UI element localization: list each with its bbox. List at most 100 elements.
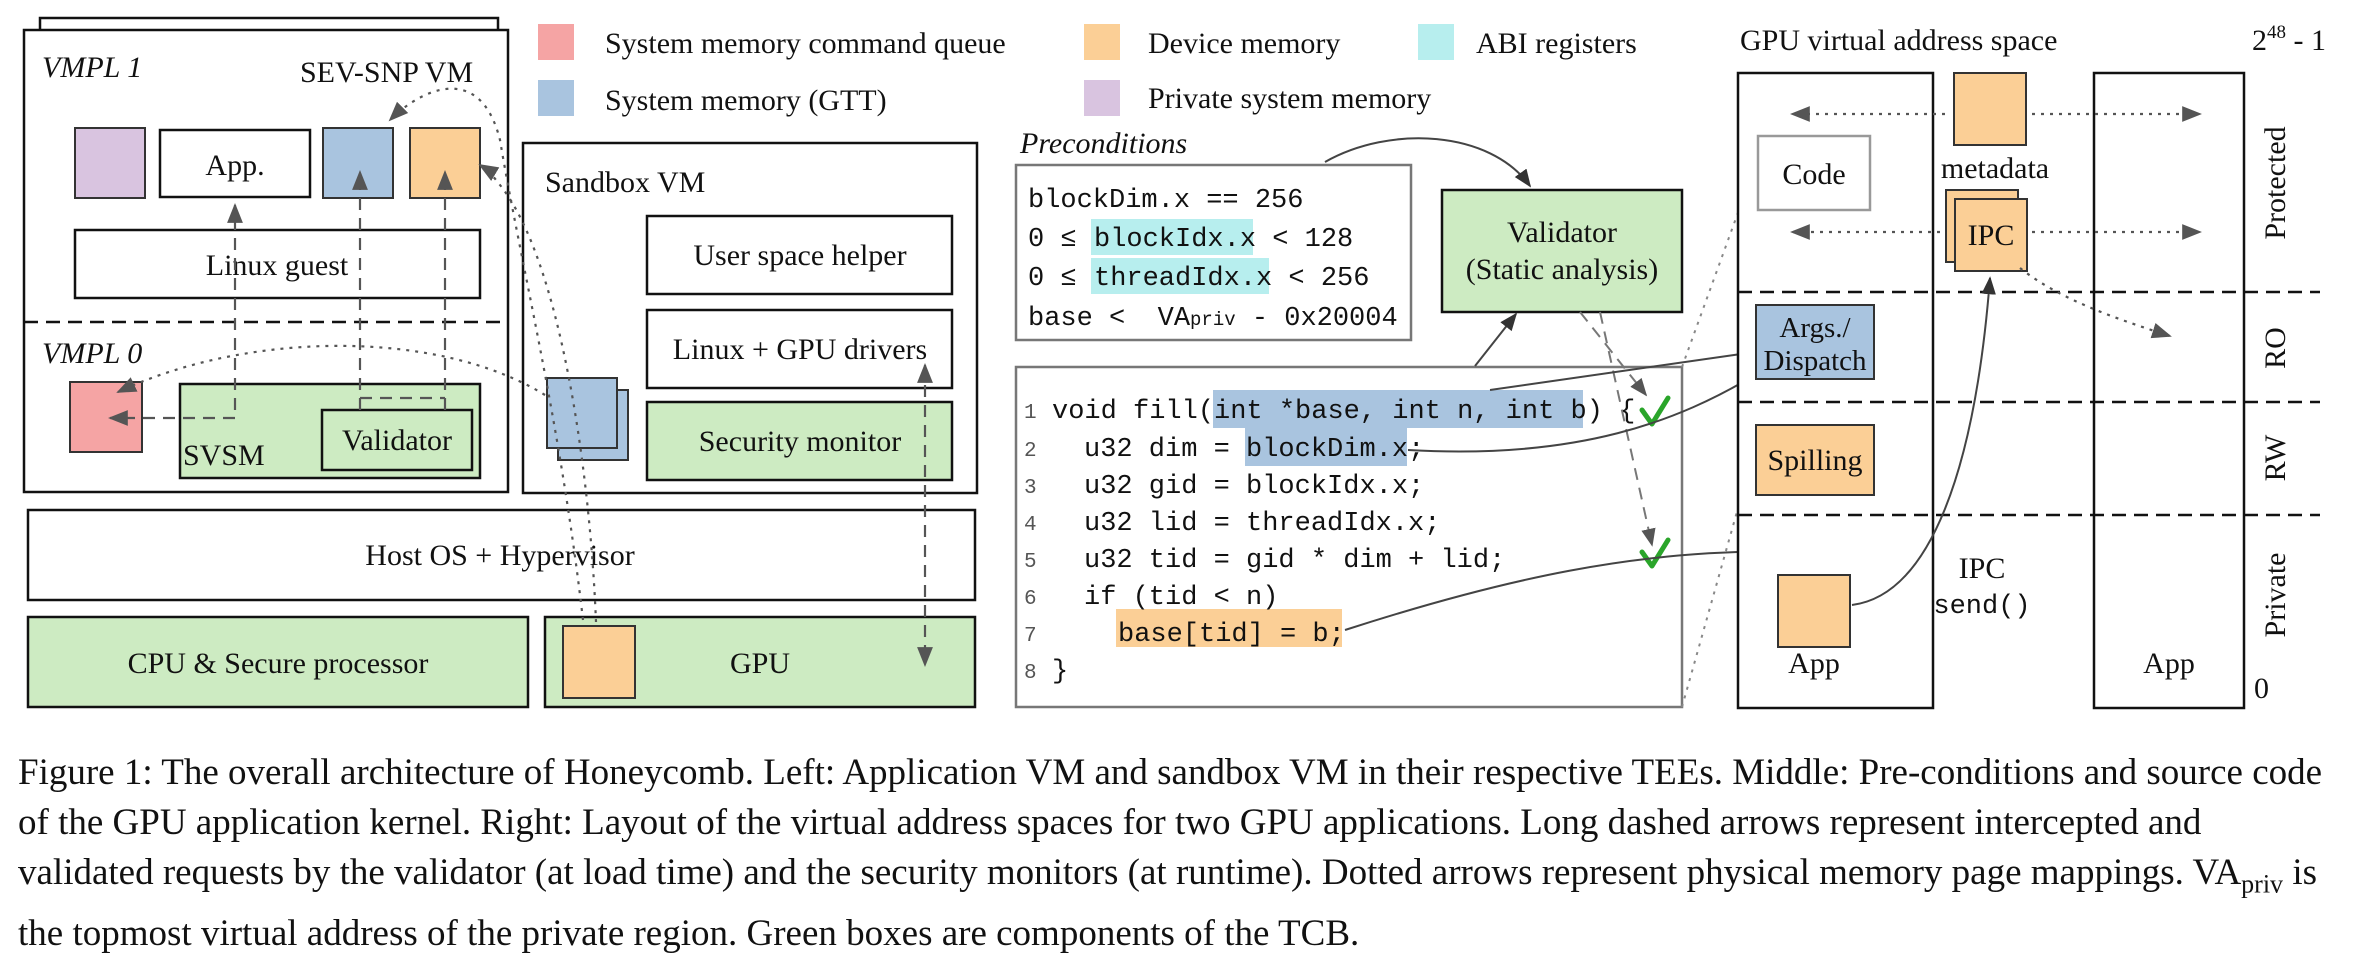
vmpl0-label: VMPL 0 [42, 337, 142, 370]
user-space-helper-box [645, 214, 954, 296]
code-line-7-b: ; [1329, 620, 1345, 650]
region-ro-label: RO [2259, 327, 2292, 369]
linux-gpu-drivers-box [645, 308, 954, 390]
dotted-zoom-line-bottom [1681, 429, 1761, 708]
validator-static-analysis-box [1440, 188, 1684, 314]
precondition-line-3: 0 ≤ threadIdx.x < 256 [1028, 264, 1369, 294]
code-highlight-store [1116, 609, 1342, 647]
spilling-label: Spilling [1767, 444, 1862, 477]
app-1-label: App [1788, 647, 1840, 680]
vmpl1-label: VMPL 1 [42, 51, 142, 84]
address-space-title: GPU virtual address space [1740, 24, 2057, 57]
check-icon [1639, 537, 1671, 569]
linux-guest-box [73, 228, 482, 300]
code-highlight-params [1213, 390, 1583, 428]
code-line-6: if (tid < n) [1084, 583, 1278, 613]
legend-label-private-memory: Private system memory [1148, 82, 1431, 115]
code-highlight-blockdim [1245, 428, 1407, 466]
svsm-label: SVSM [183, 439, 265, 472]
top-address-rest: - 1 [2286, 24, 2326, 57]
line-number-4: 4 [1024, 514, 1037, 537]
app-2-label: App [2143, 647, 2195, 680]
top-address-label: 248 - 1 [2252, 22, 2326, 57]
region-protected-label: Protected [2259, 126, 2292, 239]
address-space-app-2 [2092, 71, 2246, 710]
security-monitor-box [645, 400, 954, 482]
precondition-line-1: blockDim.x == 256 [1028, 186, 1303, 216]
precondition-line-4: base < VApriv - 0x20004 [1028, 304, 1398, 334]
precondition-highlight-blockidx [1091, 219, 1253, 255]
shared-page-top [1953, 72, 2027, 146]
legend-swatch-command-queue [538, 24, 574, 60]
metadata-label: metadata [1941, 152, 2049, 185]
spilling-box [1755, 424, 1875, 496]
precondition-line-2-highlight: blockIdx.x [1094, 225, 1256, 255]
region-rw-label: RW [2259, 434, 2292, 481]
dotted-arrow-gpu-to-gtt [388, 87, 585, 621]
caption-subscript: priv [2241, 869, 2284, 899]
send-call-label: send() [1933, 592, 2030, 622]
code-line-2-a: u32 dim = [1084, 435, 1246, 465]
sandbox-vm-label: Sandbox VM [545, 166, 705, 199]
line-number-8: 8 [1024, 662, 1037, 685]
precondition-line-2: 0 ≤ blockIdx.x < 128 [1028, 225, 1353, 255]
arrow-store-to-private [1344, 544, 1792, 631]
precondition-line-4-b: - 0x20004 [1236, 304, 1398, 334]
line-number-3: 3 [1024, 477, 1037, 500]
code-line-8: } [1052, 657, 1068, 687]
ipc-label: IPC [1968, 219, 2015, 252]
code-line-2: u32 dim = blockDim.x; [1084, 435, 1424, 465]
code-line-1-b: ) { [1587, 397, 1636, 427]
validator-left-label: Validator [342, 424, 452, 457]
code-line-3: u32 gid = blockIdx.x; [1084, 472, 1424, 502]
code-line-1: void fill(int *base, int n, int b) { [1052, 397, 1635, 427]
legend-label-gtt: System memory (GTT) [605, 84, 887, 117]
validator-subtitle: (Static analysis) [1466, 253, 1658, 286]
top-address-base: 2 [2252, 24, 2267, 57]
dotted-arrow-ipc-to-ro [2019, 267, 2172, 339]
line-numbers: 1 2 3 4 5 6 7 8 [1024, 402, 1037, 685]
top-address-exponent: 48 [2267, 22, 2286, 43]
ipc-page-front [1954, 198, 2028, 272]
dashed-arrow-validator-check-1 [1579, 311, 1648, 397]
legend-label-command-queue: System memory command queue [605, 27, 1006, 60]
arrow-params-to-args [1489, 347, 1757, 391]
precondition-line-4-a: base < VA [1028, 304, 1191, 334]
arrow-blockdim-to-dispatch [1407, 374, 1757, 453]
arrow-preconditions-to-validator [1324, 137, 1532, 188]
user-space-helper-label: User space helper [693, 239, 906, 272]
code-region-label: Code [1782, 158, 1845, 191]
precondition-line-4-sub: priv [1190, 309, 1236, 331]
args-label: Args./ [1779, 312, 1851, 344]
caption-text-1: Figure 1: The overall architecture of Ho… [18, 752, 2323, 893]
dispatch-label: Dispatch [1763, 345, 1867, 377]
host-os-label: Host OS + Hypervisor [365, 539, 634, 572]
args-dispatch-box [1755, 304, 1875, 380]
validator-left-box [320, 408, 474, 472]
dotted-arrow-gtt-to-queue [116, 344, 546, 396]
validator-title: Validator [1507, 216, 1617, 249]
code-region-box [1756, 134, 1872, 212]
line-number-2: 2 [1024, 440, 1037, 463]
kernel-source: 1 2 3 4 5 6 7 8 void fill(int *base, int… [1024, 390, 1635, 687]
app-box [158, 128, 312, 199]
caption-text-2: is the topmost virtual address of the pr… [18, 852, 2317, 955]
cpu-box [26, 615, 530, 709]
precondition-line-2-a: 0 ≤ [1028, 225, 1093, 255]
device-memory-page-gpu [562, 625, 636, 699]
gtt-page-guest [322, 127, 394, 199]
code-line-7: base[tid] = b; [1118, 620, 1345, 650]
legend: System memory command queue Device memor… [538, 24, 1637, 117]
linux-gpu-drivers-label: Linux + GPU drivers [673, 333, 927, 366]
precondition-line-2-b: < 128 [1256, 225, 1353, 255]
host-os-box [26, 508, 977, 602]
private-page-app [1777, 574, 1851, 648]
code-line-5: u32 tid = gid * dim + lid; [1084, 546, 1505, 576]
region-private-label: Private [2259, 553, 2292, 638]
legend-swatch-abi-registers [1418, 24, 1454, 60]
code-line-2-highlight: blockDim.x [1246, 435, 1408, 465]
legend-label-abi-registers: ABI registers [1476, 27, 1637, 60]
line-number-1: 1 [1024, 402, 1037, 425]
app-label: App. [205, 149, 264, 182]
